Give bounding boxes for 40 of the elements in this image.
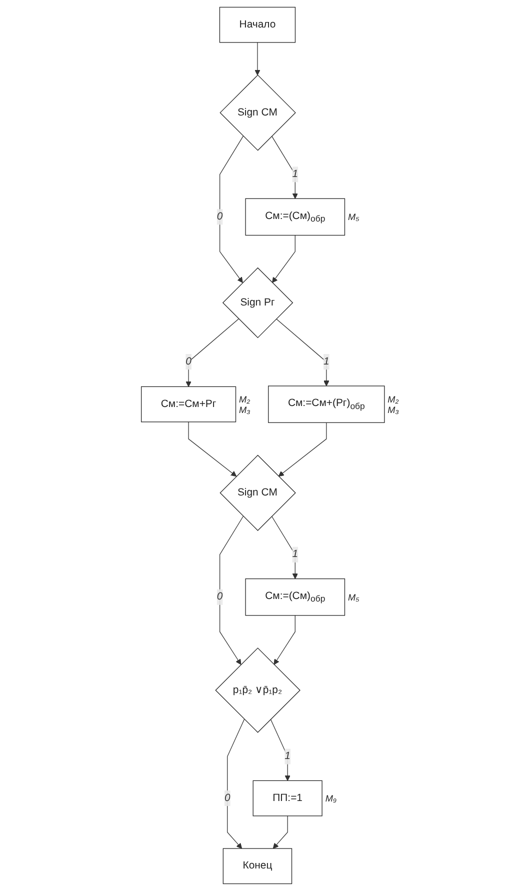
microoperation-label: M₃ — [387, 404, 399, 415]
node-diamond — [222, 267, 293, 338]
arrow — [226, 718, 244, 849]
arrow — [188, 422, 236, 477]
microoperation-label: M₂ — [238, 394, 250, 404]
node-box — [244, 198, 345, 236]
node-box — [252, 780, 322, 816]
arrow — [273, 615, 296, 665]
arrow — [219, 516, 244, 665]
arrow — [272, 234, 296, 283]
edge-label: 0 — [224, 792, 230, 804]
node-box — [244, 578, 345, 616]
arrow — [278, 422, 326, 477]
node-diamond — [214, 648, 300, 733]
node-diamond — [219, 454, 296, 531]
edge-label: 0 — [216, 591, 222, 602]
node-diamond — [219, 74, 296, 151]
edge-label: 0 — [216, 211, 222, 222]
arrow — [271, 136, 298, 199]
microoperation-label: M₃ — [238, 404, 250, 415]
edge-label: 1 — [323, 356, 329, 368]
node-box — [219, 6, 296, 43]
arrow — [219, 136, 244, 283]
node-box — [222, 848, 292, 884]
arrow — [272, 816, 288, 849]
arrow — [185, 318, 239, 387]
node-box — [140, 386, 236, 422]
edge-label: 1 — [292, 168, 298, 180]
microoperation-label: M₅ — [348, 592, 359, 602]
arrow — [270, 718, 290, 781]
arrow — [254, 42, 260, 76]
microoperation-label: M₂ — [387, 394, 398, 404]
microoperation-label: M₉ — [324, 794, 336, 804]
edge-label: 1 — [284, 750, 290, 762]
node-box — [268, 386, 384, 423]
arrow — [276, 318, 329, 386]
arrow — [271, 516, 298, 580]
microoperation-label: M₅ — [348, 212, 359, 222]
edge-label: 1 — [292, 548, 298, 560]
edge-label: 0 — [185, 356, 192, 368]
